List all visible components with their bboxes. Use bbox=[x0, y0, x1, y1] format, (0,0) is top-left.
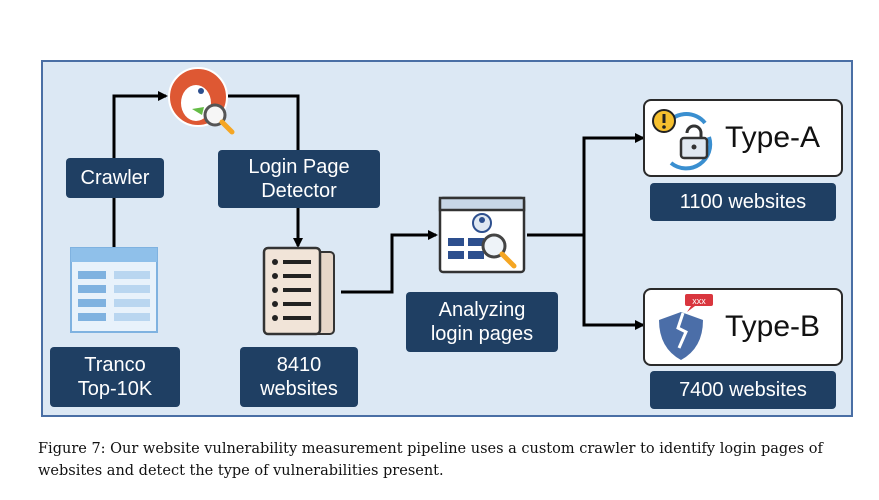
type-b-label: Type-B bbox=[725, 310, 821, 343]
type-b-count-label: 7400 websites bbox=[650, 371, 836, 409]
arrow-pages-to-analysis bbox=[341, 230, 438, 294]
websites-8410-label: 8410 websites bbox=[240, 347, 358, 407]
duckduckgo-search-icon bbox=[168, 67, 235, 135]
analyzing-login-pages-label: Analyzing login pages bbox=[406, 292, 558, 352]
type-b-box: xxx Type-B bbox=[643, 288, 843, 366]
figure-caption: Figure 7: Our website vulnerability meas… bbox=[38, 441, 823, 479]
tranco-top-10k-label: Tranco Top-10K bbox=[50, 347, 180, 407]
login-page-detector-label: Login Page Detector bbox=[218, 150, 380, 208]
type-a-label: Type-A bbox=[725, 121, 821, 154]
warning-lock-icon bbox=[652, 109, 713, 171]
type-a-count-label: 1100 websites bbox=[650, 183, 836, 221]
document-list-icon bbox=[262, 246, 335, 336]
crawler-label: Crawler bbox=[66, 158, 164, 198]
type-a-box: Type-A bbox=[643, 99, 843, 177]
website-list-icon bbox=[70, 247, 158, 333]
arrow-analysis-to-type-b bbox=[582, 235, 645, 330]
arrow-analysis-to-type-a bbox=[527, 133, 645, 237]
svg-text:xxx: xxx bbox=[692, 296, 706, 306]
login-page-inspect-icon bbox=[438, 196, 526, 274]
broken-shield-icon: xxx bbox=[659, 294, 713, 360]
